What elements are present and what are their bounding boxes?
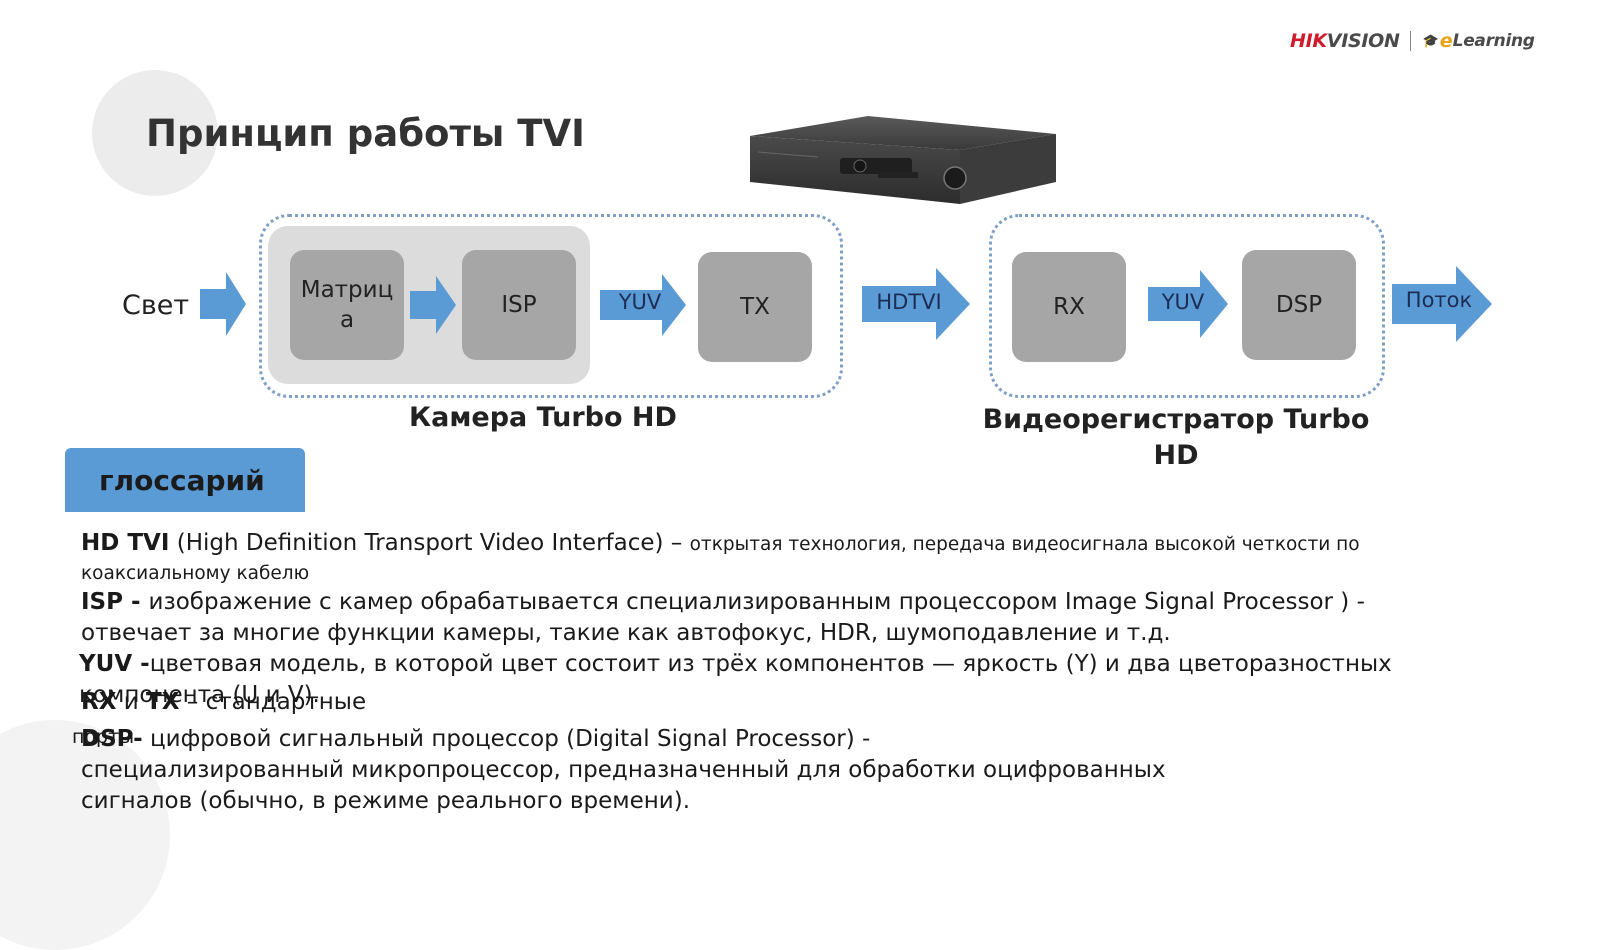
glossary-entry-rx-tx: RX и TX – стандартные: [81, 689, 366, 715]
camera-caption: Камера Turbo HD: [409, 402, 677, 433]
arrow-light-to-matrix: [200, 272, 246, 336]
matrix-block-label: Матрица: [300, 277, 394, 333]
slide-title: Принцип работы TVI: [146, 112, 585, 155]
glossary-entry-dsp: DSP- цифровой сигнальный процессор (Digi…: [81, 726, 870, 752]
arrow-label-output: Поток: [1405, 288, 1473, 312]
tx-block-label: TX: [740, 294, 770, 320]
isp-block: ISP: [462, 250, 576, 360]
arrow-label-yuv-dvr: YUV: [1161, 290, 1205, 314]
glossary-entry-hdtvi: HD TVI (High Definition Transport Video …: [81, 530, 1360, 556]
glossary-tab: глоссарий: [65, 448, 305, 512]
glossary-isp-desc: изображение с камер обрабатывается специ…: [148, 589, 1365, 615]
glossary-term-dsp: DSP-: [81, 726, 143, 752]
glossary-yuv-desc: цветовая модель, в которой цвет состоит …: [149, 651, 1392, 677]
glossary-rx-tx-and: и: [116, 689, 147, 715]
dvr-caption-line1: Видеорегистратор Turbo: [982, 404, 1370, 435]
glossary-hdtvi-expansion: (High Definition Transport Video Interfa…: [169, 530, 690, 556]
glossary-term-tx: TX: [146, 689, 180, 715]
arrow-matrix-to-isp: [410, 276, 456, 334]
glossary-dsp-desc-line2: специализированный микропроцессор, предн…: [81, 757, 1166, 783]
dvr-device-image: [750, 116, 1056, 204]
dvr-caption: Видеорегистратор Turbo HD: [980, 402, 1372, 474]
decorative-circle: [92, 70, 218, 196]
glossary-rx-tx-desc-line2: порты: [72, 726, 135, 748]
isp-block-label: ISP: [501, 292, 537, 318]
elearning-e-letter: e: [1439, 30, 1453, 52]
hikvision-elearning-logo: HIKVISION 🎓 e Learning: [1290, 26, 1558, 56]
glossary-term-yuv: YUV -: [79, 651, 150, 677]
arrow-yuv-camera: [600, 274, 686, 336]
elearning-word: Learning: [1452, 31, 1535, 51]
hikvision-logo: HIKVISION: [1290, 30, 1400, 52]
glossary-term-rx: RX: [81, 689, 117, 715]
glossary-hdtvi-desc-line2: коаксиальному кабелю: [81, 563, 310, 584]
dsp-block-label: DSP: [1275, 292, 1323, 318]
glossary-entry-isp: ISP - изображение с камер обрабатывается…: [81, 589, 1365, 615]
dvr-caption-line2: HD: [1153, 440, 1199, 471]
dsp-block: DSP: [1242, 250, 1356, 360]
glossary-term-hdtvi: HD TVI: [81, 530, 170, 556]
graduation-cap-icon: 🎓: [1422, 33, 1439, 49]
arrow-label-yuv-camera: YUV: [618, 290, 662, 314]
camera-group-outline: [259, 214, 843, 398]
light-input-label: Свет: [122, 290, 190, 321]
arrow-yuv-dvr: [1148, 270, 1228, 338]
glossary-rx-tx-desc: – стандартные: [179, 689, 367, 715]
glossary-term-isp: ISP -: [81, 589, 149, 615]
glossary-entry-yuv: YUV -цветовая модель, в которой цвет сос…: [79, 651, 1392, 677]
logo-separator: [1409, 31, 1411, 51]
glossary-isp-desc-line2: отвечает за многие функции камеры, такие…: [81, 620, 1171, 646]
dvr-group-outline: [989, 214, 1385, 398]
arrow-label-hdtvi: HDTVI: [876, 290, 942, 314]
arrow-hdtvi: [862, 268, 970, 340]
decorative-corner-shape: [0, 720, 170, 950]
glossary-dsp-desc: цифровой сигнальный процессор (Digital S…: [142, 726, 871, 752]
matrix-block: Матрица: [290, 250, 404, 360]
tx-block: TX: [698, 252, 812, 362]
glossary-dsp-desc-line3: сигналов (обычно, в режиме реального вре…: [81, 788, 691, 814]
arrow-output-stream: [1392, 266, 1492, 342]
glossary-yuv-desc-line2: компонента (U и V).: [79, 682, 320, 708]
glossary-hdtvi-desc: открытая технология, передача видеосигна…: [689, 534, 1360, 555]
rx-block: RX: [1012, 252, 1126, 362]
glossary-tab-label: глоссарий: [99, 464, 265, 497]
rx-block-label: RX: [1053, 294, 1085, 320]
